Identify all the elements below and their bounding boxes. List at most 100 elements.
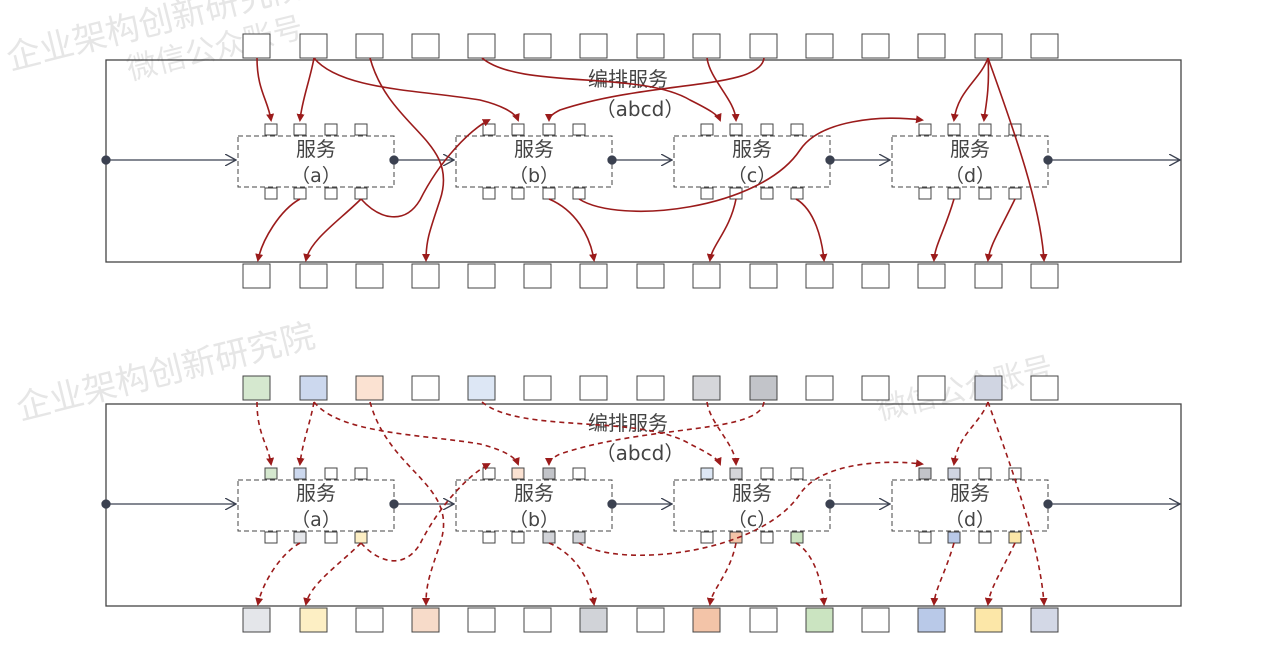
mapping-arrow	[256, 57, 275, 122]
service-port	[760, 123, 774, 136]
service-port	[790, 467, 804, 480]
service-port	[572, 467, 586, 480]
input-port	[411, 375, 440, 401]
service-port	[978, 123, 992, 136]
mapping-arrow	[313, 57, 520, 122]
output-port	[917, 263, 946, 289]
service-port	[947, 531, 961, 544]
mapping-arrow	[369, 57, 445, 262]
mapping-arrow	[984, 542, 1016, 606]
output-port	[299, 607, 328, 633]
service-port	[264, 531, 278, 544]
input-port	[974, 375, 1003, 401]
mapping-arrow	[548, 198, 597, 262]
input-ports	[242, 375, 1059, 401]
input-port	[692, 33, 721, 59]
service-port	[511, 187, 525, 200]
service-a: 服务 （a）	[237, 479, 395, 532]
input-port	[1030, 33, 1059, 59]
input-ports	[242, 33, 1059, 59]
service-subtitle: （a）	[291, 509, 341, 531]
mapping-arrow	[795, 198, 828, 262]
mapping-arrow	[980, 57, 990, 122]
service-port	[790, 123, 804, 136]
service-port	[1008, 187, 1022, 200]
service-port	[542, 531, 556, 544]
output-port	[749, 607, 778, 633]
service-title: 服务	[950, 481, 990, 505]
service-subtitle: （a）	[291, 165, 341, 187]
input-port	[805, 33, 834, 59]
service-subtitle: （d）	[945, 509, 995, 531]
mapping-arrow	[256, 401, 275, 466]
watermark-line-2: 微信公众账号	[873, 350, 1056, 428]
service-port	[572, 123, 586, 136]
service-ports	[264, 123, 1022, 200]
service-port	[760, 467, 774, 480]
service-port	[700, 187, 714, 200]
data-mappings	[255, 57, 1048, 262]
mapping-arrow	[795, 542, 828, 606]
output-port	[636, 263, 665, 289]
service-subtitle: （c）	[728, 165, 776, 187]
service-port	[293, 123, 307, 136]
input-port	[861, 375, 890, 401]
mapping-arrow	[545, 57, 765, 122]
mapping-arrow	[481, 401, 722, 466]
service-port	[511, 123, 525, 136]
service-title: 服务	[296, 137, 336, 161]
mapping-arrow	[303, 198, 362, 262]
mapping-arrow	[950, 57, 989, 122]
output-port	[974, 263, 1003, 289]
input-port	[579, 375, 608, 401]
service-port	[760, 531, 774, 544]
output-port	[467, 263, 496, 289]
mapping-arrow	[987, 57, 1048, 262]
panel-solid: 编排服务 （abcd）	[101, 33, 1182, 289]
mapping-arrow	[360, 119, 491, 218]
service-port	[700, 467, 714, 480]
orchestrator-title: 编排服务	[588, 411, 668, 435]
service-port	[264, 123, 278, 136]
service-port	[978, 467, 992, 480]
service-box	[237, 479, 395, 532]
service-port	[324, 123, 338, 136]
input-port	[299, 375, 328, 401]
input-port	[636, 33, 665, 59]
orchestrator-subtitle: （abcd）	[596, 441, 685, 465]
service-port	[511, 531, 525, 544]
mapping-arrow	[706, 57, 740, 122]
mapping-arrow	[548, 542, 597, 606]
mapping-arrow	[984, 198, 1016, 262]
input-port	[299, 33, 328, 59]
output-ports	[242, 263, 1059, 289]
mapping-arrow	[706, 401, 740, 466]
service-port	[264, 467, 278, 480]
service-port	[918, 531, 932, 544]
service-box	[673, 479, 831, 532]
input-port	[1030, 375, 1059, 401]
mapping-arrow	[930, 198, 955, 262]
mapping-arrow	[296, 401, 315, 466]
output-port	[692, 607, 721, 633]
service-port	[572, 187, 586, 200]
service-d: 服务 （d）	[891, 479, 1049, 532]
output-port	[805, 607, 834, 633]
mapping-arrow	[987, 401, 1048, 606]
output-port	[467, 607, 496, 633]
input-port	[523, 33, 552, 59]
service-port	[293, 187, 307, 200]
output-port	[523, 263, 552, 289]
watermark: 企业架构创新研究院 微信公众账号 企业架构创新研究院 微信公众账号	[3, 0, 1057, 429]
output-port	[579, 263, 608, 289]
service-port	[790, 187, 804, 200]
service-port	[482, 467, 496, 480]
service-title: 服务	[296, 481, 336, 505]
service-port	[947, 187, 961, 200]
service-port	[354, 531, 368, 544]
output-port	[523, 607, 552, 633]
service-port	[482, 531, 496, 544]
service-port	[293, 467, 307, 480]
service-a: 服务 （a）	[237, 135, 395, 188]
